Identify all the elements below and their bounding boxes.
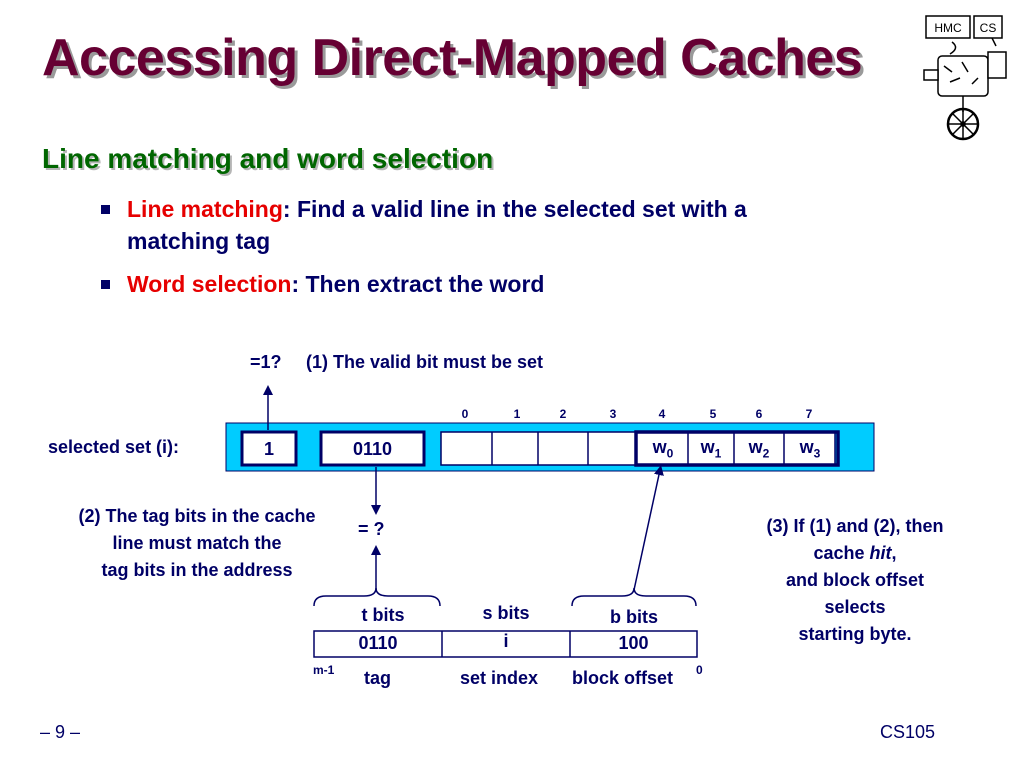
bullet-line-matching: Line matching: Find a valid line in the … (101, 193, 927, 257)
bullet-square-icon (101, 205, 110, 214)
offset-number: 1 (513, 407, 521, 421)
offset-number: 3 (609, 407, 617, 421)
hmc-cs-logo: HMC CS (922, 12, 1012, 142)
tag-bits-label: t bits (361, 605, 405, 625)
tag-match-note: (2) The tag bits in the cache line must … (78, 506, 316, 580)
section-heading: Line matching and word selection (42, 143, 494, 174)
term-word-selection: Word selection (127, 271, 292, 297)
tag-box (319, 430, 426, 467)
valid-bit-value: 1 (263, 439, 274, 459)
tag-compare-label: = ? (358, 519, 385, 539)
bullet-text-continued: matching tag (127, 228, 271, 254)
offset-arrow (633, 465, 664, 591)
offset-number: 4 (658, 407, 666, 421)
address-set-value: i (503, 631, 509, 651)
term-line-matching: Line matching (127, 196, 283, 222)
address-offset-value: 100 (618, 633, 649, 653)
address-tag-value: 0110 (358, 633, 398, 653)
tag-field-brace (313, 587, 441, 607)
bullet-square-icon (101, 280, 110, 289)
selected-set-label: selected set (i): (48, 437, 180, 457)
word-w3: w3 (799, 437, 821, 461)
offset-field-brace (571, 587, 697, 607)
word-group-highlight (634, 430, 840, 467)
bullet-text: : Then extract the word (291, 271, 545, 297)
offset-number: 5 (709, 407, 717, 421)
offset-number: 0 (461, 407, 469, 421)
logo-text-cs: CS (980, 21, 997, 35)
course-label: CS105 (880, 722, 936, 742)
page-title: Accessing Direct-Mapped Caches (42, 29, 863, 87)
lsb-label: 0 (696, 663, 703, 677)
set-bits-label: s bits (482, 603, 530, 623)
bullet-text: : Find a valid line in the selected set … (282, 196, 747, 222)
word-w0: w0 (652, 437, 674, 461)
block-offset-field-name: block offset (572, 668, 674, 688)
valid-bit-note: (1) The valid bit must be set (306, 352, 544, 372)
valid-bit-box (240, 430, 298, 467)
valid-check-label: =1? (250, 352, 282, 372)
block-bits-label: b bits (610, 607, 658, 627)
msb-label: m-1 (313, 663, 335, 677)
address-box (313, 630, 698, 658)
word-w1: w1 (700, 437, 722, 461)
offset-number: 7 (805, 407, 813, 421)
tag-field-name: tag (364, 668, 391, 688)
offset-number: 2 (559, 407, 567, 421)
offset-number: 6 (755, 407, 763, 421)
word-w2: w2 (748, 437, 770, 461)
cache-tag-value: 0110 (352, 439, 393, 459)
page-number: – 9 – (40, 722, 81, 742)
logo-text-hmc: HMC (934, 21, 962, 35)
bullet-word-selection: Word selection: Then extract the word (101, 268, 927, 300)
hit-note: (3) If (1) and (2), then cache hit, and … (766, 516, 944, 644)
set-index-field-name: set index (460, 668, 539, 688)
